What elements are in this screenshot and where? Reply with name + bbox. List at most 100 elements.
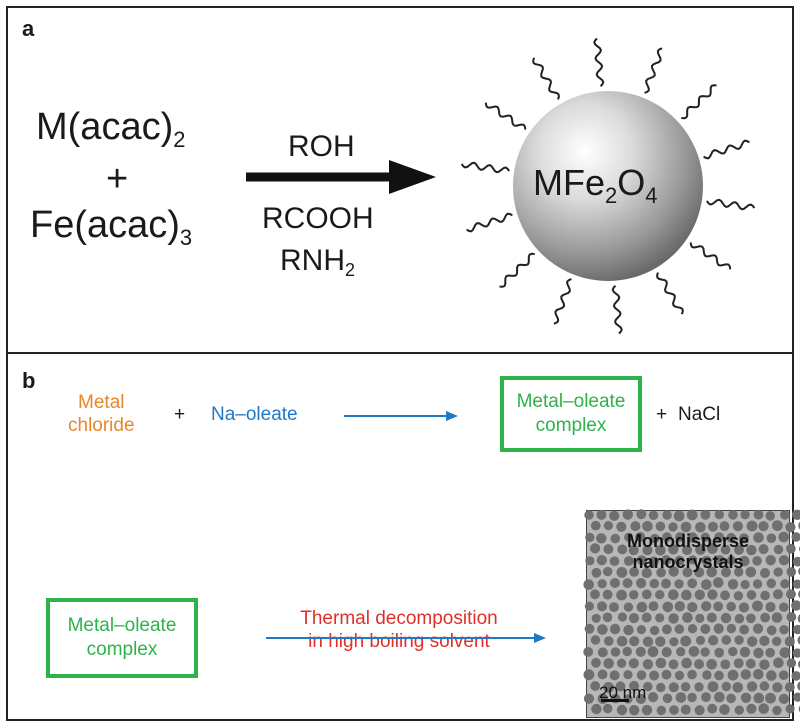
tem-particle (760, 568, 770, 578)
tem-particle (662, 601, 674, 613)
plus-sign-1: + (174, 404, 186, 425)
tem-particle (655, 636, 666, 647)
tem-particle (629, 636, 640, 647)
panel-b: b Metal chloride + Na–oleate Metal–oleat… (6, 352, 794, 721)
tem-particle (721, 635, 732, 645)
tem-particle (771, 612, 783, 623)
tem-particle (728, 510, 738, 520)
tem-particle (642, 521, 653, 532)
tem-particle (676, 647, 686, 657)
tem-particle (617, 612, 628, 622)
tem-particle (694, 705, 705, 716)
tem-particle (585, 532, 595, 542)
tem-particle (636, 670, 647, 680)
tem-particle (714, 509, 724, 520)
tem-particle (752, 600, 763, 612)
tem-particle (695, 522, 706, 533)
tem-particle (629, 590, 639, 600)
tem-particle (780, 579, 790, 589)
tem-particle (655, 613, 665, 623)
tem-particle (720, 590, 730, 601)
metal-oleate-complex-start-box: Metal–oleate complex (46, 598, 198, 678)
reaction-arrow-b2 (266, 633, 546, 643)
tem-particle (668, 682, 679, 693)
tem-particle (687, 578, 698, 589)
tem-particle (680, 704, 691, 715)
tem-particle (700, 624, 711, 634)
tem-particle (661, 647, 672, 658)
tem-particle (675, 692, 687, 703)
plus-sign-2: + (656, 404, 668, 425)
tem-particle (773, 544, 784, 555)
tem-particle (673, 510, 685, 522)
tem-particle (773, 657, 784, 669)
product-p1: MFe (533, 162, 605, 203)
tem-particle (610, 647, 621, 657)
tem-particle (649, 670, 660, 681)
tem-particle (648, 692, 659, 703)
tem-dots (583, 509, 800, 716)
tem-particle (786, 612, 797, 622)
tem-particle (701, 692, 711, 702)
tem-particle (656, 682, 666, 693)
tem-particle (641, 704, 653, 716)
tem-particle (680, 682, 691, 692)
tem-particle (773, 567, 783, 577)
tem-particle (772, 705, 782, 716)
tem-particle (694, 659, 705, 670)
ligand-chain (611, 285, 623, 335)
tem-particle (706, 659, 717, 670)
metal-oleate-box-line2: complex (535, 415, 607, 436)
tem-particle (740, 579, 750, 590)
tem-particle (732, 682, 743, 693)
tem-particle (681, 657, 692, 669)
tem-particle (759, 681, 770, 691)
tem-particle (701, 555, 712, 566)
reactant-m-acac-sub: 2 (173, 127, 186, 152)
tem-particle (616, 658, 627, 668)
tem-particle (753, 532, 764, 543)
tem-particle (648, 601, 659, 611)
tem-particle (647, 646, 659, 658)
tem-particle (617, 544, 628, 555)
ligand-chain (706, 198, 756, 211)
tem-particle (584, 601, 594, 611)
tem-particle (616, 704, 628, 716)
tem-particle (616, 567, 628, 578)
ligand-chain (656, 272, 684, 315)
tem-particle (630, 521, 641, 532)
tem-particle (727, 579, 739, 590)
tem-particle (792, 509, 800, 520)
tem-particle (765, 647, 775, 658)
tem-particle (792, 648, 800, 658)
tem-particle (778, 693, 789, 704)
tem-particle (649, 625, 660, 636)
product-mfe2o4: MFe2O4 (533, 165, 658, 207)
tem-particle (590, 543, 601, 554)
tem-particle (714, 691, 725, 703)
scale-bar-label: 20 nm (599, 683, 647, 702)
tem-particle (753, 692, 765, 704)
tem-particle (656, 567, 666, 578)
tem-particle (687, 692, 697, 703)
tem-particle (719, 521, 730, 531)
tem-particle (609, 556, 620, 566)
tem-particle (708, 521, 718, 532)
tem-particle (655, 545, 666, 556)
tem-particle (674, 624, 685, 634)
tem-particle (772, 520, 783, 531)
tem-particle (779, 602, 789, 612)
ligand-chain (460, 161, 510, 174)
tem-particle (726, 601, 736, 612)
reagent-roh: ROH (288, 130, 355, 163)
tem-particle (668, 613, 679, 624)
tem-particle (760, 590, 770, 601)
tem-title-line1: Monodisperse (626, 531, 750, 551)
panel-a-label: a (22, 16, 35, 41)
ligand-chain (466, 212, 513, 233)
tem-particle (746, 681, 758, 692)
tem-particle (785, 704, 795, 714)
tem-particle (662, 532, 672, 542)
tem-particle (733, 658, 744, 669)
condition-line1: Thermal decomposition (300, 608, 498, 629)
